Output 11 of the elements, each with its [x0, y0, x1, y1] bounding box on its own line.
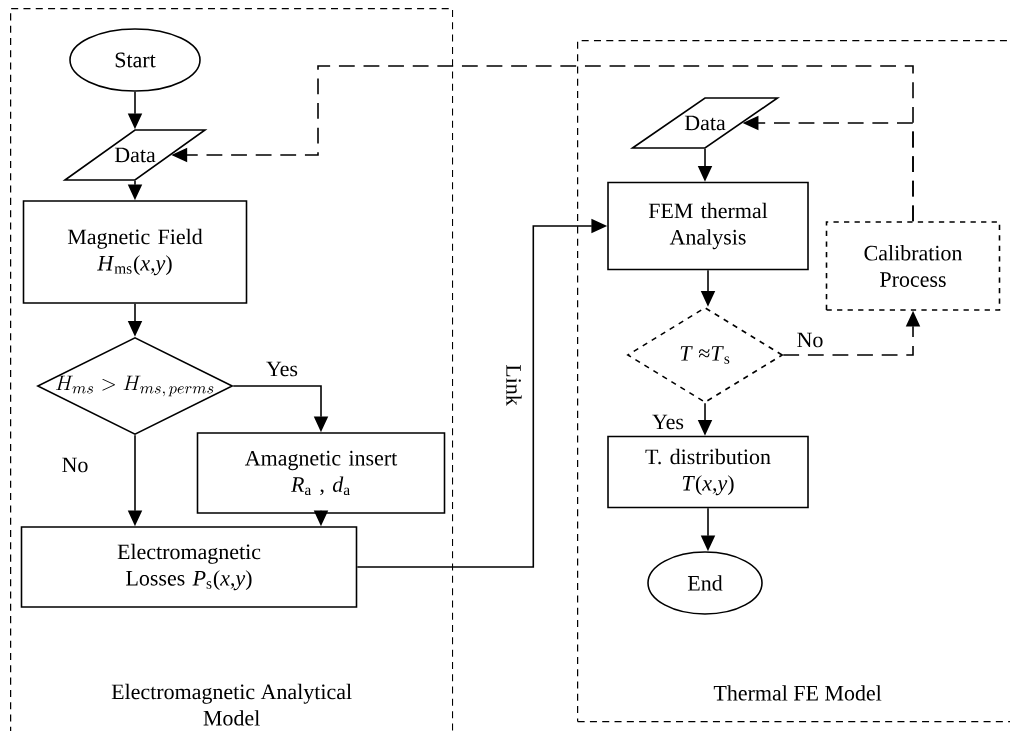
edge-label: Yes — [264, 359, 300, 379]
process-box: Calibration Process — [825, 221, 1001, 311]
process-box: T. distribution T(x,y) — [607, 435, 809, 509]
process-box: FEM thermal Analysis — [607, 181, 809, 271]
edge-label: No — [59, 455, 91, 475]
process-box: Electromagnetic Losses P$_{s}$(x,y) — [20, 526, 358, 608]
process-box: Amagnetic insert R$_{a}$ , d$_{a}$ — [196, 432, 446, 514]
edge-label: Yes — [650, 412, 686, 432]
process-box: Magnetic Field H$_{ms}$(x,y) — [22, 200, 248, 304]
edge-label: Link — [504, 362, 524, 408]
edge-label: No — [794, 330, 826, 350]
